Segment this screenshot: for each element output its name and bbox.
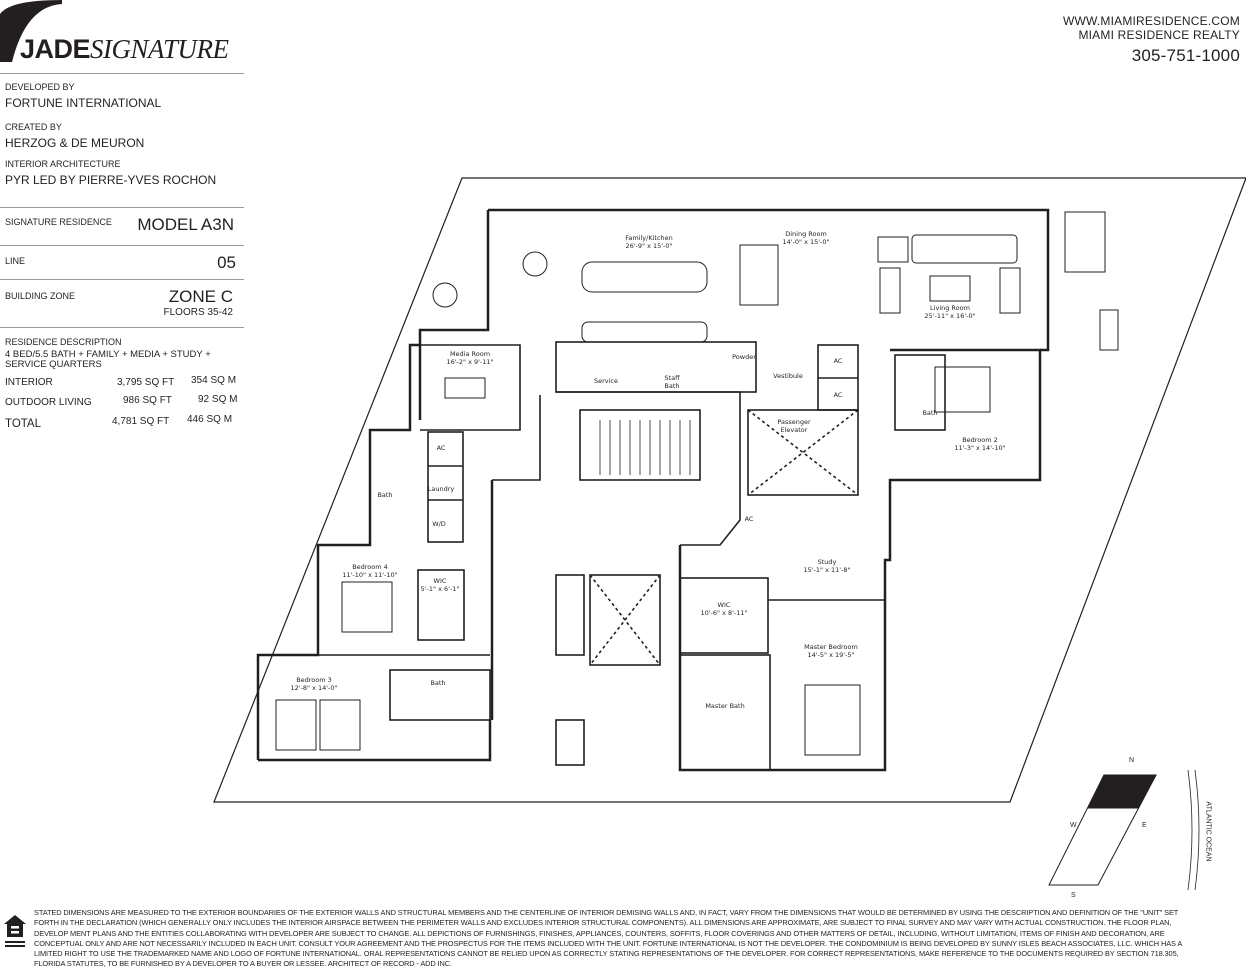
area-label: OUTDOOR LIVING	[5, 397, 92, 408]
model-value: MODEL A3N	[137, 215, 234, 234]
area-table: INTERIOR 3,795 SQ FT 354 SQ M OUTDOOR LI…	[5, 375, 240, 435]
area-label: INTERIOR	[5, 377, 53, 388]
area-sqm: 92 SQ M	[198, 394, 238, 405]
area-sqft: 3,795 SQ FT	[117, 377, 175, 388]
area-sqft: 986 SQ FT	[123, 395, 172, 406]
room-ac: AC	[833, 391, 843, 399]
room-ac: AC	[744, 515, 754, 523]
created-by-label: CREATED BY	[5, 122, 62, 132]
phone-number[interactable]: 305-751-1000	[1131, 46, 1240, 65]
realty-name: MIAMI RESIDENCE REALTY	[1078, 28, 1240, 42]
compass-west: W	[1070, 822, 1077, 829]
room-washer-dryer: W/D	[432, 520, 446, 528]
legal-disclaimer: STATED DIMENSIONS ARE MEASURED TO THE EX…	[34, 908, 1182, 969]
logo-arc-graphic	[0, 0, 62, 62]
area-sqft: 4,781 SQ FT	[112, 416, 170, 427]
floors-value: FLOORS 35-42	[163, 307, 233, 318]
area-sqm: 446 SQ M	[187, 414, 233, 425]
residence-description: 4 BED/5.5 BATH + FAMILY + MEDIA + STUDY …	[5, 349, 211, 370]
created-by-value: HERZOG & DE MEURON	[5, 136, 145, 150]
compass-north: N	[1129, 757, 1135, 764]
area-sqm: 354 SQ M	[191, 375, 237, 386]
brand-logo: JADESIGNATURE	[20, 34, 229, 64]
room-master-bath: Master Bath	[705, 702, 745, 710]
compass-graphic	[1048, 769, 1200, 891]
equal-housing-icon	[4, 915, 26, 947]
interior-architecture-value: PYR LED BY PIERRE-YVES ROCHON	[5, 173, 217, 187]
website-link[interactable]: WWW.MIAMIRESIDENCE.COM	[1062, 14, 1240, 28]
stairs	[599, 420, 691, 475]
furniture	[275, 211, 1119, 756]
room-laundry: Laundry	[427, 485, 455, 493]
terrace-outline	[213, 177, 1246, 803]
room-ac: AC	[436, 444, 446, 452]
signature-residence-label: SIGNATURE RESIDENCE	[5, 217, 112, 227]
area-label: TOTAL	[5, 418, 41, 430]
compass-south: S	[1071, 892, 1076, 899]
realty-contact: WWW.MIAMIRESIDENCE.COM MIAMI RESIDENCE R…	[1063, 14, 1240, 66]
line-value: 05	[217, 253, 236, 272]
interior-architecture-label: INTERIOR ARCHITECTURE	[5, 159, 121, 169]
room-vestibule: Vestibule	[773, 372, 803, 380]
compass-east: E	[1142, 822, 1147, 829]
area-row-total: TOTAL 4,781 SQ FT 446 SQ M	[5, 414, 240, 435]
zone-value: ZONE C	[168, 287, 233, 306]
room-service: Service	[593, 377, 619, 385]
developed-by-value: FORTUNE INTERNATIONAL	[5, 96, 162, 110]
residence-description-label: RESIDENCE DESCRIPTION	[5, 337, 122, 347]
room-powder: Powder	[732, 353, 756, 361]
room-bath-bedroom2: Bath	[922, 409, 938, 417]
atlantic-ocean-label: ATLANTIC OCEAN	[1204, 801, 1212, 862]
area-row-interior: INTERIOR 3,795 SQ FT 354 SQ M	[5, 375, 240, 395]
room-ac: AC	[833, 357, 843, 365]
area-row-outdoor: OUTDOOR LIVING 986 SQ FT 92 SQ M	[5, 394, 240, 415]
building-zone-label: BUILDING ZONE	[5, 291, 76, 301]
room-bath-bedroom4: Bath	[377, 491, 393, 499]
line-label: LINE	[5, 256, 26, 266]
interior-walls	[318, 210, 1049, 771]
developed-by-label: DEVELOPED BY	[5, 82, 75, 92]
room-bath-bedroom3: Bath	[430, 679, 446, 687]
